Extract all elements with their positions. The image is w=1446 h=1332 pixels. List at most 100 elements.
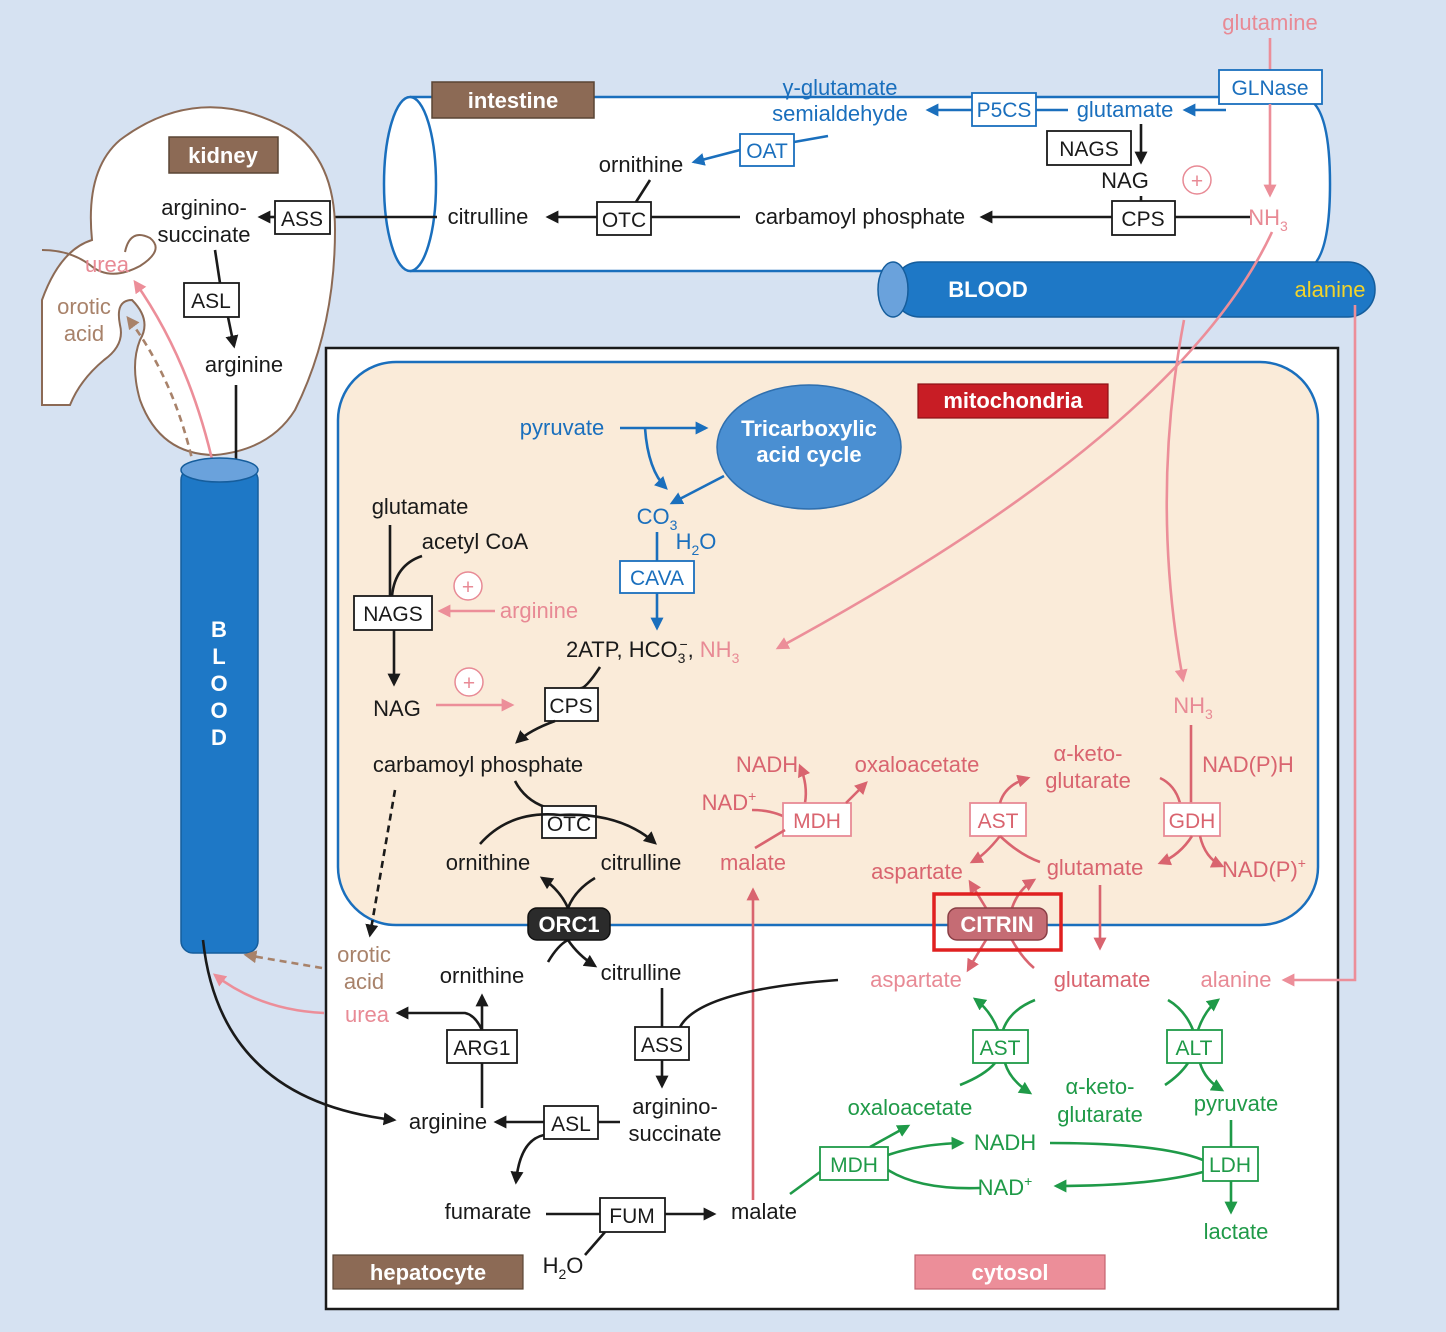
gdh-to-glutamate-arrow xyxy=(1157,835,1194,866)
atp-hco3: 2ATP, HCO3−,NH3 xyxy=(566,636,740,666)
citrin-to-aspartate-cyto-arrow xyxy=(966,939,988,973)
ornithine-to-otc-line xyxy=(634,179,652,203)
cps-box-intestine xyxy=(1111,200,1176,236)
tca-cycle-ellipse xyxy=(716,384,902,510)
plus-icon-intestine xyxy=(1182,165,1212,195)
orotic-cyto-1: orotic xyxy=(337,942,391,967)
intestine-opening xyxy=(382,95,438,273)
kidney-panel: kidney arginino- succinate ASS ASL argin… xyxy=(41,106,337,470)
alanine-cyto: alanine xyxy=(1201,967,1272,992)
nadph-to-gdh-line xyxy=(1159,776,1182,804)
blood-letter-5: D xyxy=(211,725,227,750)
asl-box-cyto xyxy=(543,1105,599,1140)
nh3-intestine: NH3 xyxy=(1248,205,1288,234)
glutamate-intestine: glutamate xyxy=(1077,97,1174,122)
mdh-box-cyto xyxy=(819,1146,889,1181)
fum-label: FUM xyxy=(609,1205,655,1228)
alt-label: ALT xyxy=(1176,1037,1213,1060)
orotic-to-blood-arrow xyxy=(243,950,323,970)
blood-letter-3: O xyxy=(210,671,227,696)
plus-sign-intestine: + xyxy=(1191,170,1203,193)
argininosuccinate-cyto-1: arginino- xyxy=(632,1094,718,1119)
ornithine-intestine: ornithine xyxy=(599,152,683,177)
hepatocyte-label: hepatocyte xyxy=(370,1260,486,1285)
glnase-label: GLNase xyxy=(1231,77,1308,100)
arg1-box xyxy=(446,1029,518,1064)
blood-letter-1: B xyxy=(211,617,227,642)
blood-to-arginine-arrow xyxy=(201,939,397,1126)
urea-to-blood-arrow xyxy=(212,973,325,1015)
argininosuccinate-kidney-2: succinate xyxy=(158,222,251,247)
argininosuccinate-cyto-2: succinate xyxy=(629,1121,722,1146)
alanine-blood: alanine xyxy=(1295,277,1366,302)
nad-cyto: NAD+ xyxy=(978,1173,1033,1200)
asl-label-cyto: ASL xyxy=(551,1113,591,1136)
ast-label-mito: AST xyxy=(978,810,1019,833)
aspartate-mito: aspartate xyxy=(871,859,963,884)
mdh-to-nadh-arrow xyxy=(798,763,811,804)
akg-cyto-2: glutarate xyxy=(1057,1102,1143,1127)
plus-icon-nags xyxy=(453,571,483,601)
cava-label: CAVA xyxy=(630,567,684,590)
orotic-kidney-2: acid xyxy=(64,321,104,346)
alt-box xyxy=(1166,1029,1223,1064)
orc1-label: ORC1 xyxy=(538,912,599,937)
asl-box-kidney xyxy=(183,282,240,318)
urea-to-kidney-arrow xyxy=(133,279,216,469)
citrin-highlight xyxy=(932,892,1063,952)
p5cs-label: P5CS xyxy=(977,99,1032,122)
mdh-to-oaa-arrow xyxy=(869,1124,911,1149)
citrin-label: CITRIN xyxy=(960,912,1033,937)
cytosol-aa-pathway: aspartate glutamate alanine AST ALT oxal… xyxy=(789,967,1278,1244)
cps-label-mito: CPS xyxy=(549,695,592,718)
akg-to-alt-line xyxy=(1164,1062,1190,1087)
orotic-cyto-2: acid xyxy=(344,969,384,994)
oat-arrow xyxy=(691,148,741,166)
orc1-to-citrulline-arrow xyxy=(566,939,598,968)
malate-to-mdh-line xyxy=(789,1170,821,1196)
nags-label-intestine: NAGS xyxy=(1059,138,1119,161)
citrulline-intestine: citrulline xyxy=(448,204,529,229)
nh3-transport-arrows xyxy=(775,231,1357,987)
lactate-cyto: lactate xyxy=(1204,1219,1269,1244)
pyruvate-mito: pyruvate xyxy=(520,415,604,440)
kidney-label-box xyxy=(168,136,279,174)
aspartate-to-ass-line xyxy=(678,978,839,1028)
akg-mito-2: glutarate xyxy=(1045,768,1131,793)
oxaloacetate-cyto: oxaloacetate xyxy=(848,1095,973,1120)
kidney-shape xyxy=(41,106,337,457)
tca-to-co2-arrow xyxy=(669,474,725,505)
alanine-to-alt-line xyxy=(1167,998,1195,1031)
nadph-mito: NAD(P)H xyxy=(1202,752,1294,777)
citrulline-mito: citrulline xyxy=(601,850,682,875)
citrulline-cyto: citrulline xyxy=(601,960,682,985)
ast-box-mito xyxy=(969,802,1027,837)
ornithine-cyto: ornithine xyxy=(440,963,524,988)
glutamate-cyto: glutamate xyxy=(1054,967,1151,992)
orotic-kidney-1: orotic xyxy=(57,294,111,319)
cps-arrow-mito xyxy=(515,719,556,744)
ast-to-aspartate-arrow xyxy=(969,835,1002,864)
tca-line2: acid cycle xyxy=(756,442,861,467)
otc-box-intestine xyxy=(596,201,652,236)
ass-label-cyto: ASS xyxy=(641,1034,683,1057)
pyruvate-to-co2-arrow xyxy=(643,427,668,490)
glutamate-to-citrin-arrow xyxy=(1010,878,1037,909)
h2o-to-fum-line xyxy=(584,1231,606,1256)
orc1-to-ornithine-arrow xyxy=(539,876,570,909)
arginine-kidney: arginine xyxy=(205,352,283,377)
ass-box-kidney xyxy=(274,200,331,235)
pyruvate-cyto: pyruvate xyxy=(1194,1091,1278,1116)
cps-box-mito xyxy=(544,687,599,722)
ldh-box xyxy=(1202,1146,1259,1182)
ast-label-cyto: AST xyxy=(980,1037,1021,1060)
akg-cyto-1: α-keto- xyxy=(1066,1074,1135,1099)
tca-cava-pathway: pyruvate Tricarboxylic acid cycle CO3 H2… xyxy=(520,384,902,666)
otc-label-mito: OTC xyxy=(547,813,591,836)
nag-mito: NAG xyxy=(373,696,421,721)
ass-box-cyto xyxy=(634,1026,690,1061)
cps-label-intestine: CPS xyxy=(1121,208,1164,231)
malate-to-mdh-line xyxy=(754,828,786,850)
ldh-to-nad-arrow xyxy=(1053,1170,1204,1193)
